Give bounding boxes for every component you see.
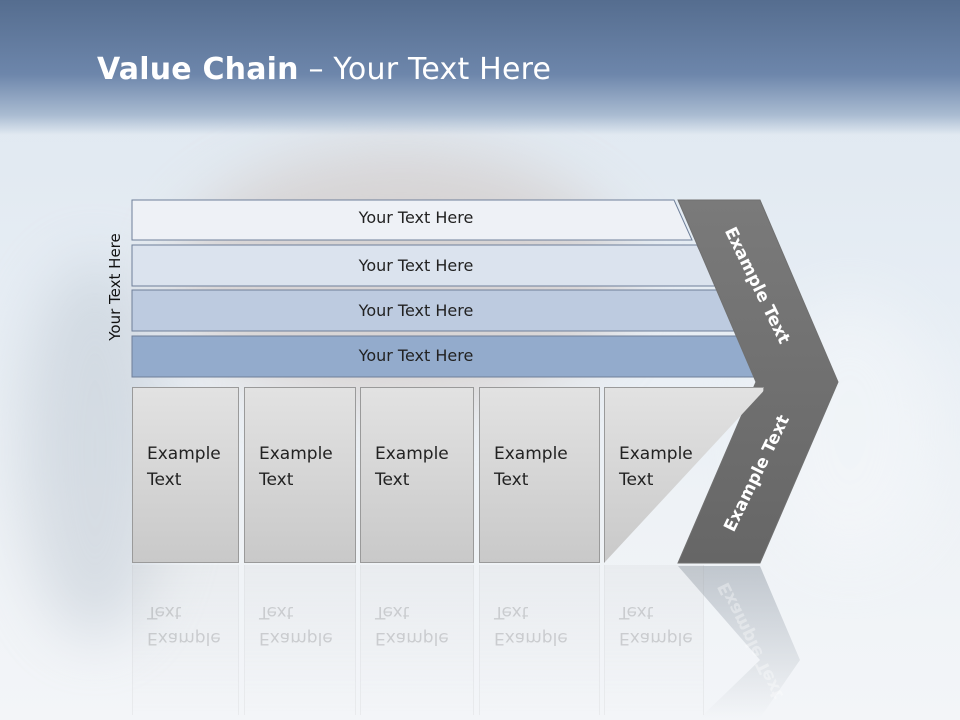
chevron-arrow [677,199,839,564]
reflection-line2: Text [259,602,294,622]
chevron-reflection [678,566,800,718]
column-text-line1: Example [619,444,693,464]
reflection-line1: Example [375,628,449,648]
activity-column-3: Example Text [360,387,474,563]
band-label-3: Your Text Here [358,301,474,320]
reflection-line1: Example [494,628,568,648]
activity-column-2: Example Text [244,387,356,563]
column-text-line2: Text [147,470,182,490]
band-label-1: Your Text Here [358,208,474,227]
column-reflection: Example Text [479,565,600,715]
column-text-line1: Example [375,444,449,464]
header-bar [0,0,960,135]
reflection-line2: Text [375,602,410,622]
activity-column-4: Example Text [479,387,600,563]
column-reflection: Example Text [604,565,704,715]
title-bold: Value Chain [97,52,299,87]
reflection-line1: Example [619,628,693,648]
band-label-4: Your Text Here [358,346,474,365]
title-rest: – Your Text Here [298,52,552,87]
column-reflection: Example Text [132,565,239,715]
column-text-line2: Text [375,470,410,490]
reflection-line2: Text [147,602,182,622]
page-title: Value Chain – Your Text Here [97,52,551,87]
column-reflection: Example Text [360,565,474,715]
band-shape-1 [131,199,693,241]
column-text-line1: Example [494,444,568,464]
band-label-2: Your Text Here [358,256,474,275]
column-text-line2: Text [494,470,529,490]
column-text-line1: Example [147,444,221,464]
column-reflection: Example Text [244,565,356,715]
reflection-line1: Example [147,628,221,648]
column-text-line2: Text [619,470,654,490]
reflection-line2: Text [494,602,529,622]
column-text-line1: Example [259,444,333,464]
reflection-line1: Example [259,628,333,648]
reflection-line2: Text [619,602,654,622]
activity-column-1: Example Text [132,387,239,563]
column-text-line2: Text [259,470,294,490]
